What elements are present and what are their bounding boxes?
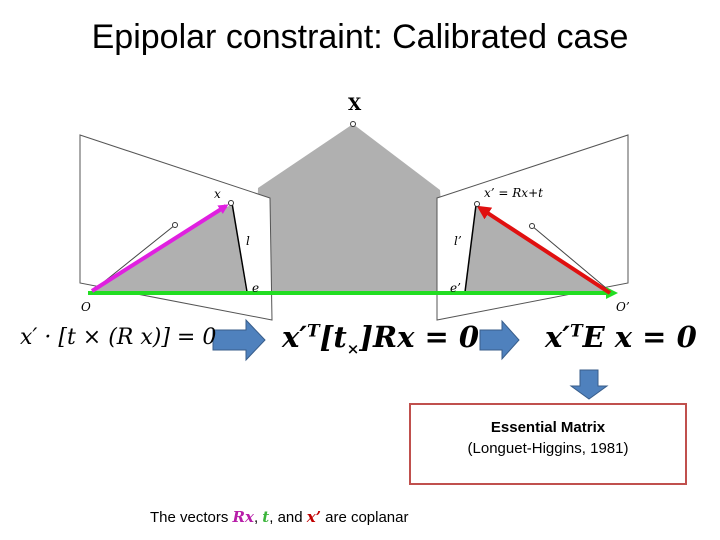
caption-sep1: ,	[253, 509, 263, 526]
caption-t: t	[262, 508, 270, 526]
essential-matrix-box: Essential Matrix (Longuet-Higgins, 1981)	[409, 403, 687, 485]
label-Oprime: O’	[616, 300, 630, 314]
note-title: Essential Matrix	[490, 419, 606, 436]
eq2-part-c: ]Rx = 0	[359, 320, 480, 354]
label-X: X	[348, 95, 362, 115]
label-eprime: e’	[450, 281, 461, 295]
ray-right	[531, 225, 613, 294]
block-arrow-down	[569, 369, 609, 400]
coplanar-caption: The vectors Rx, t, and x’ are coplanar	[150, 508, 409, 526]
epipolar-line-lprime	[464, 204, 477, 293]
caption-prefix: The vectors	[150, 509, 233, 526]
point-X-marker	[350, 121, 356, 127]
label-l: l	[246, 234, 250, 248]
caption-xprime: x’	[306, 508, 321, 526]
eq3-part-b: E x = 0	[582, 320, 697, 354]
label-x: x	[214, 187, 221, 201]
eq2-sup: T	[306, 321, 320, 342]
ray-left-end	[172, 222, 178, 228]
eq3-sup: T	[569, 321, 583, 342]
label-xprime: x’ = Rx+t	[484, 186, 543, 200]
epipolar-line-l	[231, 202, 248, 293]
point-x-marker	[228, 200, 234, 206]
caption-rx: Rx	[232, 508, 254, 526]
point-xprime-marker	[474, 201, 480, 207]
vector-rx-arrow	[90, 204, 229, 293]
equation-essential: x′TE x = 0	[545, 320, 697, 354]
label-O: O	[81, 300, 91, 314]
eq3-part-a: x′	[545, 320, 570, 354]
note-subtitle: (Longuet-Higgins, 1981)	[467, 440, 629, 457]
caption-sep2: , and	[269, 509, 307, 526]
equation-cross-matrix: x′T[t×]Rx = 0	[282, 320, 479, 358]
eq2-part-b: [t	[319, 320, 347, 354]
block-arrow-right-1	[212, 318, 266, 362]
vector-xprime-arrow	[476, 205, 612, 295]
label-e: e	[252, 281, 259, 295]
label-lprime: l’	[454, 234, 462, 248]
block-arrow-right-2	[479, 319, 520, 361]
ray-right-end	[529, 223, 535, 229]
left-plane-shading	[90, 204, 246, 293]
equation-triple-product: x′ · [t × (R x)] = 0	[20, 325, 217, 350]
eq2-part-a: x′	[282, 320, 307, 354]
eq2-sub: ×	[346, 339, 360, 358]
epipolar-plane	[255, 124, 448, 293]
caption-suffix: are coplanar	[320, 509, 409, 526]
slide-title: Epipolar constraint: Calibrated case	[91, 18, 629, 56]
